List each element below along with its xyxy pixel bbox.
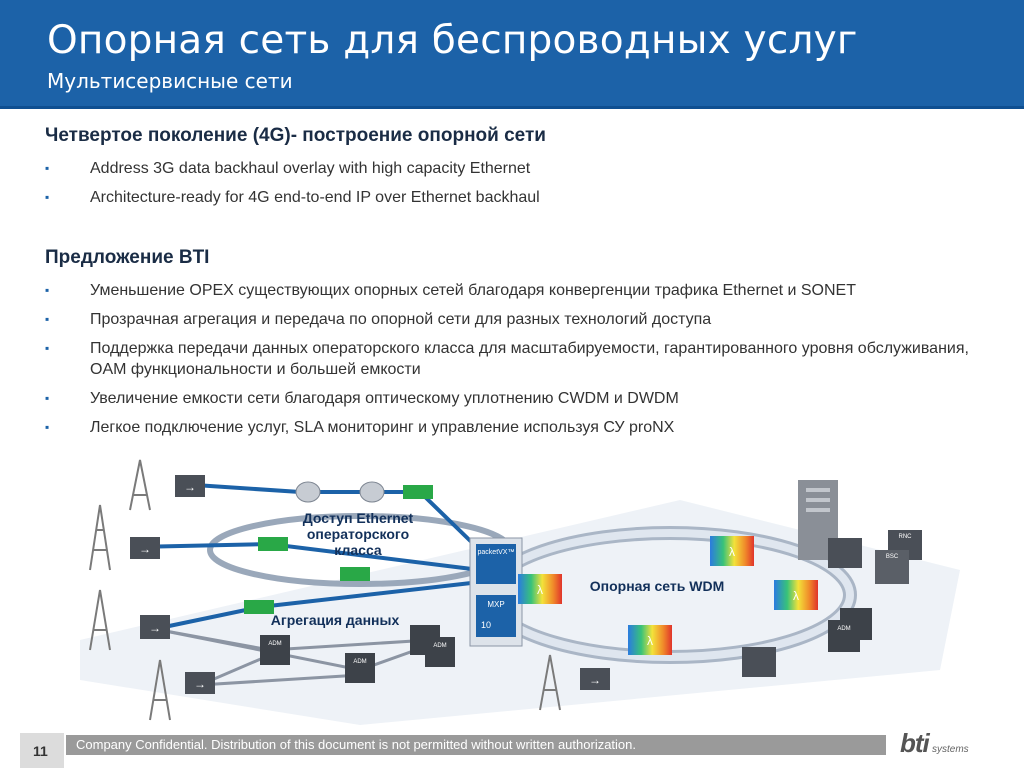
page-number-box (20, 733, 64, 768)
bullet-item: Прозрачная агрегация и передача по опорн… (45, 309, 975, 330)
svg-text:packetVX™: packetVX™ (478, 549, 515, 556)
svg-text:λ: λ (647, 634, 653, 648)
bullet-item: Уменьшение OPEX существующих опорных сет… (45, 280, 975, 301)
logo-sub-text: systems (932, 744, 969, 755)
bullet-list-bti: Уменьшение OPEX существующих опорных сет… (45, 280, 975, 446)
microwave-dishes (295, 481, 385, 503)
core-site: RNC BSC (742, 480, 922, 677)
section-title-bti: Предложение BTI (45, 247, 210, 268)
adm-units: ADM ADM ADM ADM (260, 608, 872, 683)
label-wdm-core: Опорная сеть WDM (589, 578, 725, 594)
svg-text:→: → (184, 480, 196, 494)
bullet-item: Address 3G data backhaul overlay with hi… (45, 158, 975, 179)
svg-text:RNC: RNC (899, 534, 913, 540)
confidential-bar (66, 735, 886, 755)
svg-text:ADM: ADM (353, 659, 366, 665)
green-switches (244, 485, 433, 614)
slide-subtitle: Мультисервисные сети (47, 69, 293, 93)
cell-towers (89, 459, 561, 721)
network-diagram-graphic: → → → → → packetVX™ MXP (80, 459, 960, 725)
page-number: 11 (33, 743, 48, 759)
bullet-list-4g: Address 3G data backhaul overlay with hi… (45, 158, 975, 216)
bullet-item: Легкое подключение услуг, SLA мониторинг… (45, 417, 975, 438)
svg-text:λ: λ (729, 545, 735, 559)
bullet-item: Architecture-ready for 4G end-to-end IP … (45, 187, 975, 208)
section-title-4g: Четвертое поколение (4G)- построение опо… (45, 125, 546, 146)
svg-text:10: 10 (481, 620, 491, 630)
svg-text:→: → (194, 677, 206, 691)
svg-text:ADM: ADM (268, 641, 281, 647)
svg-text:ADM: ADM (837, 626, 850, 632)
wdm-nodes: λ λ λ λ (518, 536, 818, 655)
access-devices: → → → → → (130, 475, 610, 694)
bullet-item: Поддержка передачи данных операторского … (45, 338, 975, 380)
svg-text:MXP: MXP (487, 600, 504, 609)
svg-text:BSC: BSC (886, 554, 899, 560)
slide-header: Опорная сеть для беспроводных услуг Муль… (0, 0, 1024, 109)
svg-text:→: → (149, 621, 161, 635)
label-ethernet-access: Доступ Ethernet операторского класса (302, 510, 414, 558)
svg-text:λ: λ (793, 589, 799, 603)
bti-logo: bti systems (900, 728, 980, 758)
packetvx-chassis: packetVX™ MXP 10 (469, 537, 523, 647)
bullet-item: Увеличение емкости сети благодаря оптиче… (45, 388, 975, 409)
confidential-text: Company Confidential. Distribution of th… (76, 737, 637, 752)
svg-text:λ: λ (537, 583, 543, 597)
slide-footer: 11 Company Confidential. Distribution of… (0, 733, 1024, 768)
svg-text:→: → (589, 673, 601, 687)
label-aggregation: Агрегация данных (270, 612, 400, 628)
svg-text:ADM: ADM (433, 643, 446, 649)
network-diagram: → → → → → packetVX™ MXP (60, 440, 970, 730)
logo-main-text: bti (900, 728, 930, 758)
svg-text:→: → (139, 542, 151, 556)
slide-title: Опорная сеть для беспроводных услуг (47, 18, 858, 63)
